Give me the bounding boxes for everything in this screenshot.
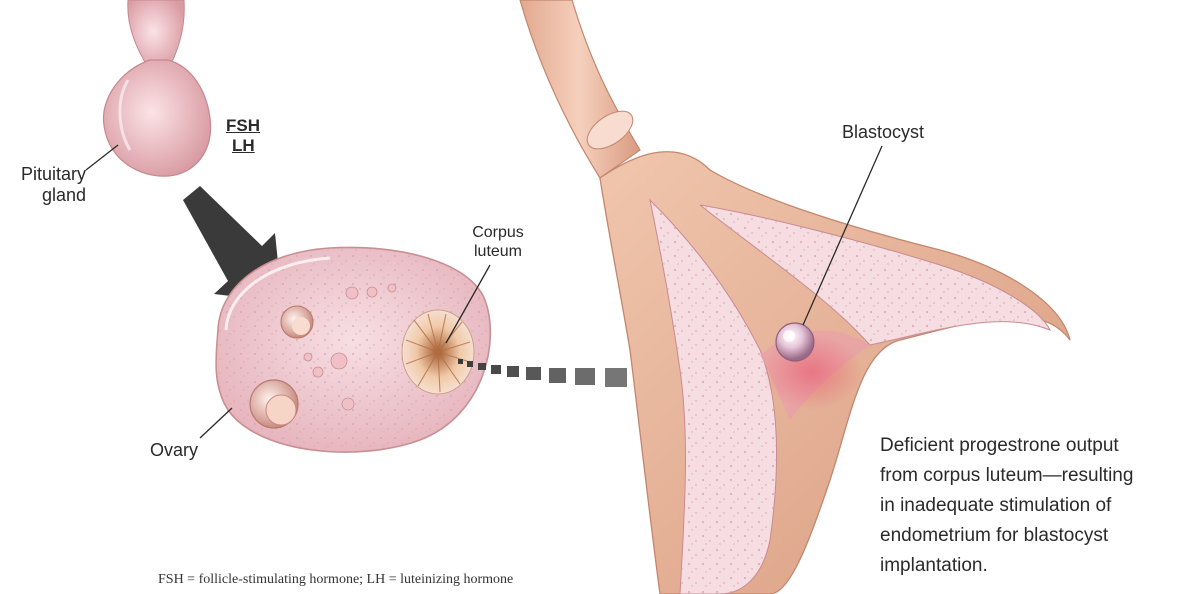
caption-line-2: from corpus luteum—resulting bbox=[880, 461, 1180, 491]
caption-text: Deficient progestrone output from corpus… bbox=[880, 431, 1180, 581]
blastocyst-label: Blastocyst bbox=[842, 122, 924, 143]
corpus-luteum-label: Corpus luteum bbox=[458, 223, 538, 261]
caption-line-3: in inadequate stimulation of bbox=[880, 491, 1180, 521]
pituitary-gland bbox=[103, 0, 210, 176]
footnote: FSH = follicle-stimulating hormone; LH =… bbox=[158, 572, 513, 588]
ovary-leader-line bbox=[200, 408, 232, 438]
pituitary-leader-line bbox=[86, 145, 118, 170]
pituitary-gland-label: Pituitary gland bbox=[6, 164, 86, 206]
caption-line-1: Deficient progestrone output bbox=[880, 431, 1180, 461]
corpus-label-line2: luteum bbox=[458, 242, 538, 261]
ovary-label: Ovary bbox=[150, 440, 198, 461]
lh-label: LH bbox=[232, 136, 255, 156]
caption-line-5: implantation. bbox=[880, 551, 1180, 581]
caption-line-4: endometrium for blastocyst bbox=[880, 521, 1180, 551]
corpus-label-line1: Corpus bbox=[458, 223, 538, 242]
blastocyst bbox=[776, 323, 814, 361]
fsh-label: FSH bbox=[226, 116, 260, 136]
pituitary-label-line2: gland bbox=[6, 185, 86, 206]
pituitary-label-line1: Pituitary bbox=[6, 164, 86, 185]
ovary bbox=[216, 247, 490, 452]
corpus-luteum bbox=[402, 310, 474, 394]
